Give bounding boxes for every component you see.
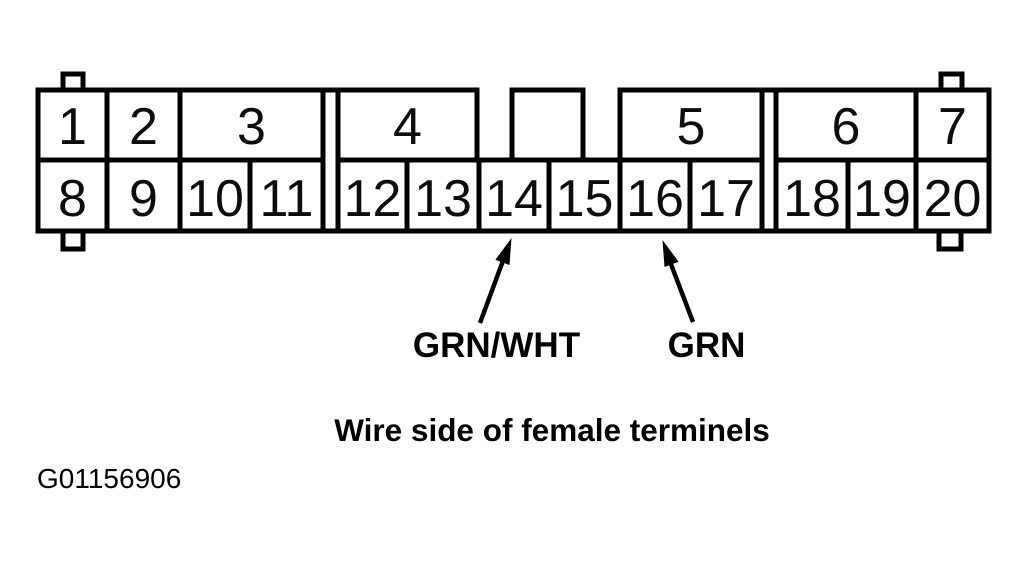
terminal-number-17: 17 — [697, 170, 755, 228]
terminal-number-18: 18 — [783, 170, 841, 228]
terminal-number-7: 7 — [938, 98, 967, 156]
terminal-number-16: 16 — [626, 170, 684, 228]
terminal-cell-9 — [104, 157, 183, 234]
keyway-box — [509, 87, 586, 163]
terminal-cell-10 — [177, 157, 253, 234]
grn-label: GRN — [668, 326, 746, 365]
terminal-number-13: 13 — [414, 170, 472, 228]
terminal-number-15: 15 — [556, 170, 614, 228]
terminal-cell-20 — [913, 157, 992, 234]
grn-wht-arrowhead-icon — [495, 238, 512, 265]
grn-wht-arrow-line — [477, 257, 507, 324]
terminal-number-8: 8 — [58, 170, 87, 228]
figure-id: G01156906 — [37, 463, 181, 494]
terminal-cell-16 — [617, 157, 693, 234]
terminal-number-5: 5 — [677, 98, 706, 156]
terminal-number-12: 12 — [344, 170, 402, 228]
terminal-cell-15 — [546, 157, 623, 234]
terminal-number-14: 14 — [485, 170, 543, 228]
terminal-number-10: 10 — [186, 170, 244, 228]
terminal-number-19: 19 — [853, 170, 911, 228]
terminal-cell-17 — [687, 157, 765, 234]
terminal-number-4: 4 — [393, 98, 422, 156]
terminal-cell-14 — [476, 157, 552, 234]
terminal-number-2: 2 — [129, 98, 158, 156]
terminal-number-1: 1 — [58, 98, 87, 156]
terminal-number-20: 20 — [924, 170, 982, 228]
terminal-cell-18 — [773, 157, 851, 234]
grn-arrowhead-icon — [662, 240, 679, 267]
diagram-caption: Wire side of female terminels — [334, 412, 770, 448]
mounting-tab-bottom-left-icon — [60, 228, 86, 252]
mounting-tab-bottom-right-icon — [936, 228, 964, 252]
terminal-number-11: 11 — [260, 170, 314, 228]
terminal-number-6: 6 — [832, 98, 861, 156]
grn-wht-label: GRN/WHT — [413, 326, 580, 365]
terminal-cell-4 — [335, 87, 480, 163]
terminal-cell-7 — [913, 87, 992, 163]
terminal-cell-11 — [247, 157, 326, 234]
grn-arrow-line — [666, 258, 696, 323]
terminal-number-9: 9 — [129, 170, 158, 228]
terminal-cell-13 — [404, 157, 482, 234]
terminal-number-3: 3 — [237, 98, 266, 156]
